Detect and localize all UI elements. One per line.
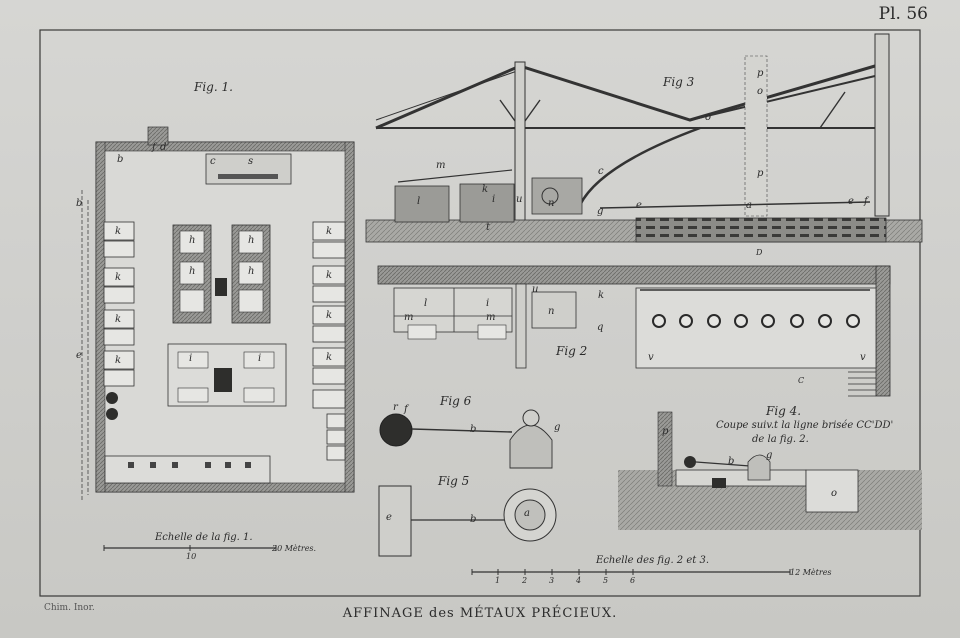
fig1-letter-k: k [115,355,122,366]
fig1-letter-k: k [115,226,122,237]
fig1-letter-b: b [76,198,83,209]
scale2-end: 12 Mètres [790,568,832,577]
fig3-letter-u: u [516,194,523,205]
scale-bar-fig2-3 [471,569,791,575]
fig2-letter-k: k [598,290,605,301]
fig3-letter-p: p [757,68,764,79]
fig5-apparatus [378,485,557,557]
engraver-credit: Chim. Inor. [44,603,95,613]
fig1-letter-d: d [160,142,167,153]
fig6-letter-g: g [554,422,561,433]
fig1-letter-h: h [248,235,255,246]
fig3-letter-D: D [756,248,763,257]
fig1-letter-k: k [326,352,333,363]
fig5-letter-b: b [470,514,477,525]
fig1-letter-b: b [117,154,124,165]
fig4-section [618,411,922,530]
fig4-letter-g: g [766,450,773,461]
fig3-letter-a: a [746,200,752,211]
fig1-letter-s: s [248,156,254,167]
scale2-tick-4: 4 [576,576,582,585]
fig2-letter-v: v [860,352,866,363]
fig3-letter-t: t [486,222,491,233]
fig2-letter-m: m [486,312,496,323]
fig6-apparatus [379,409,553,469]
plate-border [39,29,921,597]
fig3-letter-n: n [548,198,555,209]
fig1-floor-plan [81,126,355,500]
fig3-section [365,33,923,243]
fig3-letter-i: i [492,194,496,205]
scale1-label: Echelle de la fig. 1. [155,532,253,543]
fig1-letter-k: k [326,310,333,321]
fig2-letter-i: i [486,298,490,309]
plate-number: Pl. 56 [878,4,928,24]
scale2-tick-5: 5 [603,576,609,585]
fig3-letter-e: e [636,200,642,211]
fig6-label: Fig 6 [440,394,472,408]
scale1-end: 20 Mètres. [272,544,317,553]
scale2-tick-3: 3 [549,576,555,585]
scale-bar-fig1 [103,545,277,551]
fig3-letter-l: l [417,196,421,207]
fig2-letter-u: u [532,284,539,295]
fig1-letter-k: k [115,314,122,325]
fig3-letter-c: c [598,166,604,177]
fig1-letter-k: k [326,226,333,237]
fig6-letter-r: r [393,402,398,413]
fig1-letter-e: e [76,350,82,361]
fig3-letter-o: o [757,86,764,97]
fig1-letter-k: k [115,272,122,283]
fig2-letter-n: n [548,306,555,317]
scale2-tick-1: 1 [495,576,501,585]
fig2-letter-C: C [798,376,805,385]
fig1-letter-i: i [189,353,193,364]
fig1-letter-i: i [258,353,262,364]
fig3-letter-g: g [597,206,604,217]
fig2-letter-l: l [424,298,428,309]
fig5-letter-e: e [386,512,392,523]
fig2-label: Fig 2 [556,344,588,358]
fig6-letter-b: b [470,424,477,435]
fig1-letter-f: f [152,142,156,153]
fig3-label: Fig 3 [663,75,695,89]
fig1-letter-c: c [210,156,216,167]
fig4-letter-p: p [662,426,669,437]
fig6-letter-f: f [404,404,408,415]
fig4-letter-o: o [831,488,838,499]
fig4-caption-line1: Coupe suiv.t la ligne brisée CC'DD' [716,420,894,431]
fig3-letter-o: o [705,112,712,123]
scale2-label: Echelle des fig. 2 et 3. [596,555,710,566]
fig1-letter-h: h [189,266,196,277]
fig5-label: Fig 5 [438,474,470,488]
fig2-plan [377,265,891,397]
fig3-letter-p: p [757,168,764,179]
fig2-letter-v: v [648,352,654,363]
plate-title: AFFINAGE des MÉTAUX PRÉCIEUX. [342,606,618,621]
fig4-letter-b: b [728,456,735,467]
fig5-letter-a: a [524,508,530,519]
fig2-letter-q: q [597,322,604,333]
fig1-letter-h: h [189,235,196,246]
fig3-letter-k: k [482,184,489,195]
fig1-letter-k: k [326,270,333,281]
fig1-label: Fig. 1. [194,80,233,94]
scale2-tick-6: 6 [630,576,636,585]
fig3-letter-f: f [864,196,868,207]
fig2-letter-m: m [404,312,414,323]
fig4-label: Fig 4. [766,404,802,418]
scale1-mid: 10 [186,552,197,561]
fig1-letter-h: h [248,266,255,277]
fig3-letter-m: m [436,160,446,171]
fig4-caption-line2: de la fig. 2. [752,434,809,445]
fig3-letter-e: e [848,196,854,207]
scale2-tick-2: 2 [522,576,528,585]
